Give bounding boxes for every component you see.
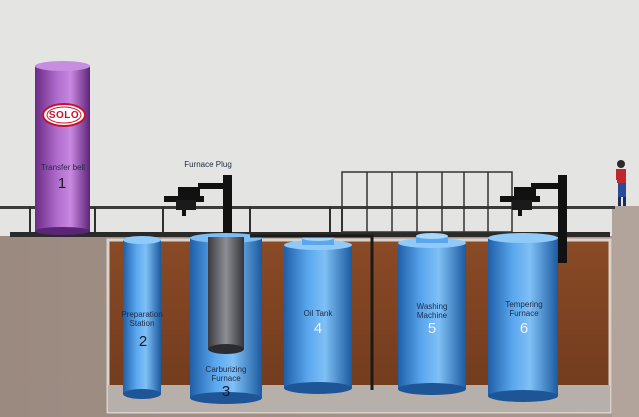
tempering-furnace-tank bbox=[488, 233, 558, 402]
label-furnace-plug: Furnace Plug bbox=[184, 160, 232, 169]
carburizing-furnace-tank bbox=[190, 233, 262, 404]
furnace-plug-crane-right bbox=[500, 175, 567, 263]
right-platform bbox=[612, 206, 639, 417]
worker-figure bbox=[616, 160, 626, 206]
number-1: 1 bbox=[57, 175, 67, 192]
oil-tank bbox=[284, 235, 352, 394]
solo-logo: SOLO bbox=[48, 110, 80, 121]
number-4: 4 bbox=[313, 320, 323, 337]
transfer-bell bbox=[35, 61, 90, 235]
label-carburizing-furnace: Carburizing Furnace bbox=[205, 365, 247, 383]
label-transfer-bell: Transfer bell bbox=[40, 163, 86, 172]
number-6: 6 bbox=[519, 320, 529, 337]
rail-upper bbox=[0, 206, 615, 209]
label-washing-machine: Washing Machine bbox=[416, 302, 448, 320]
label-tempering-furnace: Tempering Furnace bbox=[505, 300, 543, 318]
number-2: 2 bbox=[138, 333, 148, 350]
background-wall bbox=[0, 0, 639, 245]
label-oil-tank: Oil Tank bbox=[303, 309, 333, 318]
oil-pipe bbox=[250, 234, 374, 390]
label-preparation-station: Preparation Station bbox=[121, 310, 163, 328]
preparation-station-tank bbox=[123, 236, 161, 399]
furnace-plug-crane-left bbox=[164, 175, 233, 241]
enclosure-frame bbox=[341, 171, 513, 233]
washing-machine-tank bbox=[398, 233, 466, 395]
number-3: 3 bbox=[221, 383, 231, 400]
number-5: 5 bbox=[427, 320, 437, 337]
